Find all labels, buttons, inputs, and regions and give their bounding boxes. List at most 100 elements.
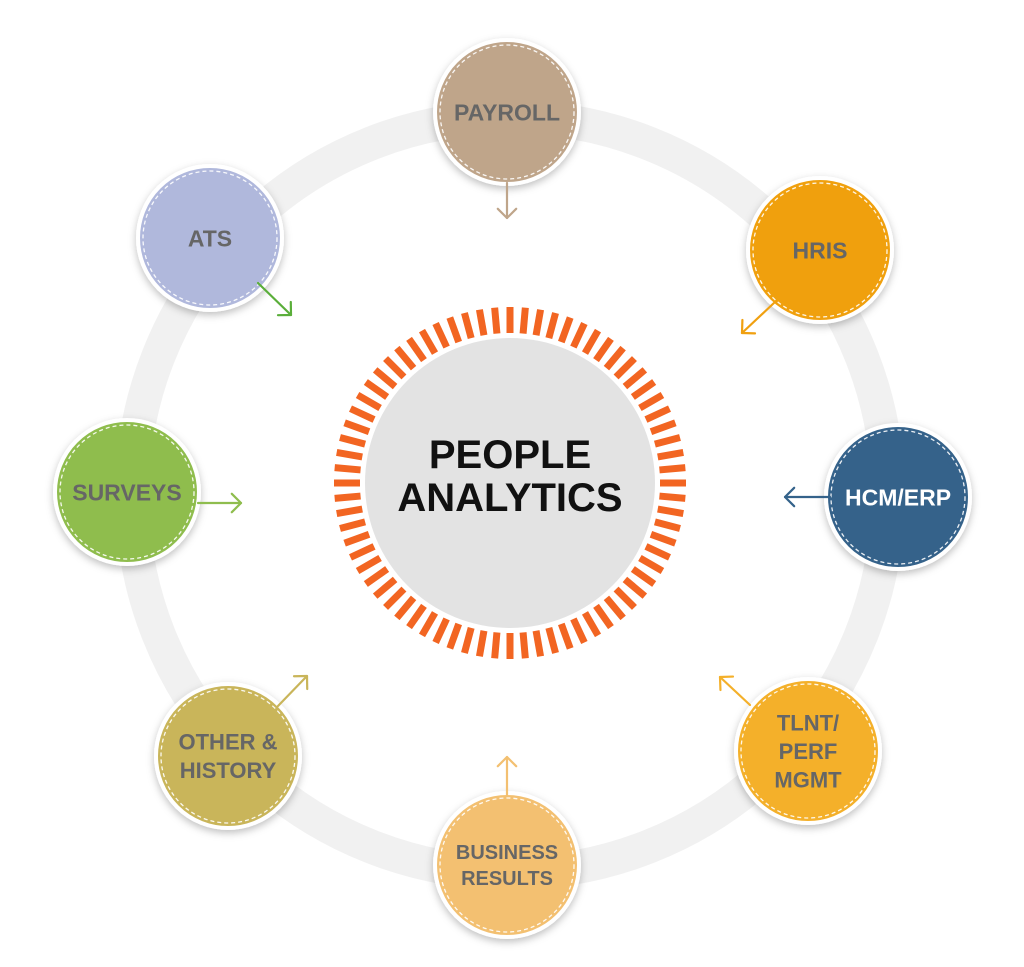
center-tick: [383, 586, 407, 610]
center-tick: [532, 630, 545, 657]
center-tick: [372, 367, 398, 390]
center-tick: [630, 379, 657, 400]
center-tick: [532, 309, 545, 336]
center-tick: [461, 312, 475, 340]
center-tick: [649, 419, 677, 435]
surveys-label-line: SURVEYS: [72, 479, 182, 505]
center-tick: [649, 531, 677, 547]
node-surveys: SURVEYS: [53, 418, 243, 566]
center-tick: [491, 307, 501, 334]
ats-dashed-border: [142, 170, 278, 306]
center-tick: [558, 622, 574, 650]
center-tick: [349, 405, 376, 423]
business-results-arrow-icon: [496, 755, 518, 797]
center-tick: [406, 336, 427, 363]
center-tick: [570, 322, 588, 349]
center-tick: [355, 554, 382, 575]
center-tick: [406, 603, 427, 630]
ats-arrow-icon: [256, 281, 293, 317]
center-tick: [593, 603, 614, 630]
center-tick: [581, 611, 602, 638]
business-results-dashed-border: [439, 797, 575, 933]
center-tick: [343, 531, 371, 547]
center-tick: [653, 434, 681, 448]
center-tick: [603, 345, 626, 371]
node-ats: ATS: [136, 164, 293, 317]
center-tick: [581, 328, 602, 355]
center-tick: [545, 626, 559, 654]
center-tick: [432, 617, 450, 644]
other-history-label-line: OTHER &: [179, 730, 278, 755]
hcm-erp-label-line: HCM/ERP: [845, 484, 951, 510]
center-tick: [446, 316, 462, 344]
center-tick: [644, 405, 671, 423]
surveys-dashed-border: [59, 424, 195, 560]
center-tick: [644, 543, 671, 561]
center-tick: [622, 576, 648, 599]
tlnt-perf-mgmt-circle: [734, 677, 882, 825]
center-tick: [475, 309, 488, 336]
center-tick: [630, 566, 657, 587]
center-tick: [657, 505, 684, 518]
node-payroll: PAYROLL: [433, 38, 581, 220]
center-tick: [638, 391, 665, 412]
center-tick: [418, 328, 439, 355]
center-tick: [363, 379, 390, 400]
tlnt-perf-mgmt-label-line: MGMT: [774, 768, 842, 793]
center-tick: [334, 464, 361, 474]
center-tick: [491, 632, 501, 659]
ats-circle: [136, 164, 284, 312]
center-tick-ring: [334, 307, 686, 659]
center-tick: [657, 448, 684, 461]
center-tick: [446, 622, 462, 650]
payroll-label-line: PAYROLL: [454, 99, 560, 125]
center-tick: [363, 566, 390, 587]
other-history-label-line: HISTORY: [180, 758, 277, 783]
center-tick: [334, 492, 361, 502]
center-tick: [659, 492, 686, 502]
center-tick: [339, 518, 367, 532]
center-tick: [653, 518, 681, 532]
center-tick: [432, 322, 450, 349]
hris-circle: [746, 176, 894, 324]
center-tick: [336, 505, 363, 518]
center-tick: [339, 434, 367, 448]
business-results-label-line: RESULTS: [461, 868, 553, 890]
center-tick: [383, 356, 407, 380]
center-circle: [365, 338, 655, 628]
surveys-circle: [53, 418, 201, 566]
surveys-arrow-icon: [196, 492, 243, 514]
node-hris: HRIS: [740, 176, 894, 335]
center-tick: [394, 595, 417, 621]
payroll-arrow-icon: [496, 181, 518, 220]
business-results-circle: [433, 791, 581, 939]
hris-dashed-border: [752, 182, 888, 318]
center-tick: [613, 586, 637, 610]
center-tick: [372, 576, 398, 599]
center-tick: [659, 464, 686, 474]
center-tick: [349, 543, 376, 561]
center-tick: [519, 632, 529, 659]
center-tick: [461, 626, 475, 654]
hris-label-line: HRIS: [793, 237, 848, 263]
hris-arrow-icon: [740, 300, 777, 335]
center-tick: [603, 595, 626, 621]
center-tick: [343, 419, 371, 435]
business-results-label-line: BUSINESS: [456, 842, 558, 864]
other-history-arrow-icon: [276, 674, 309, 708]
other-history-dashed-border: [160, 688, 296, 824]
center-title-line-2: ANALYTICS: [397, 476, 622, 520]
payroll-dashed-border: [439, 44, 575, 180]
center-tick: [394, 345, 417, 371]
center-tick: [570, 617, 588, 644]
node-hcm-erp: HCM/ERP: [783, 423, 972, 571]
node-business-results: BUSINESS RESULTS: [433, 755, 581, 939]
center-tick: [475, 630, 488, 657]
center-tick: [622, 367, 648, 390]
center-tick: [545, 312, 559, 340]
tlnt-perf-mgmt-arrow-icon: [718, 675, 752, 707]
